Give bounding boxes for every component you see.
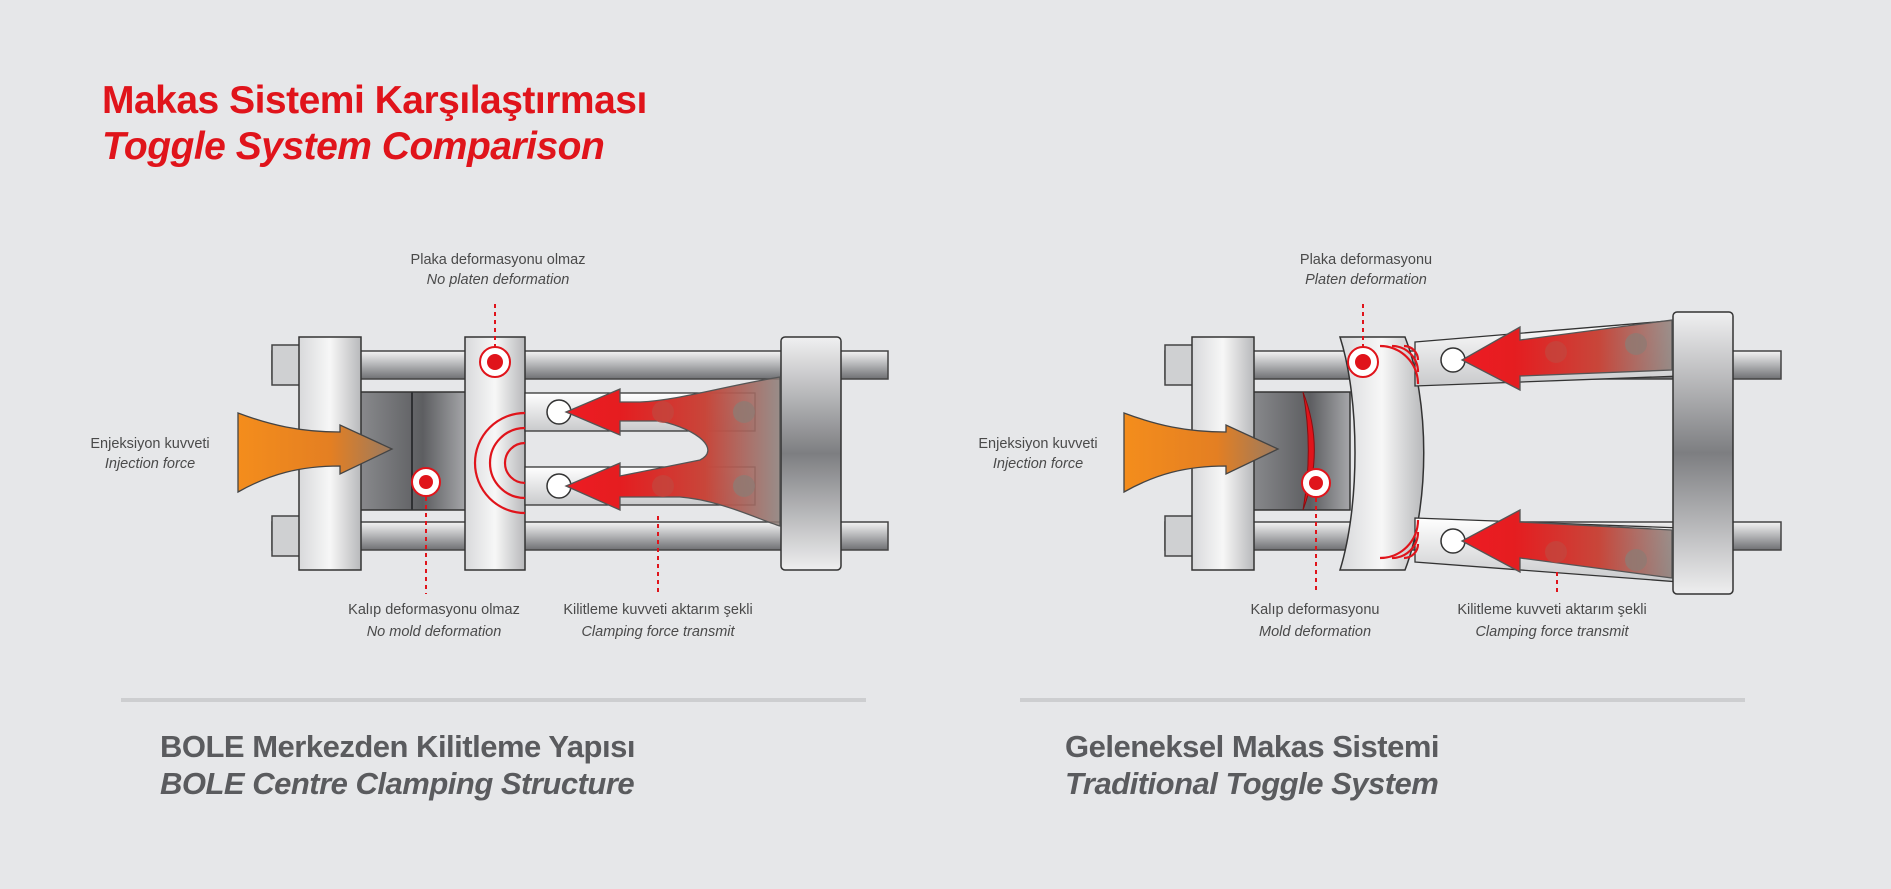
left-section-divider — [121, 698, 866, 702]
page-title: Makas Sistemi Karşılaştırması Toggle Sys… — [102, 78, 647, 170]
left-section-heading: BOLE Merkezden Kilitleme Yapısı BOLE Cen… — [160, 728, 635, 802]
right-top-label-en: Platen deformation — [1305, 272, 1427, 288]
left-bottom-right-label-en: Clamping force transmit — [581, 624, 735, 640]
right-bottom-right-label-tr: Kilitleme kuvveti aktarım şekli — [1457, 602, 1646, 618]
right-moving-platen — [1338, 336, 1425, 571]
left-clamping-force-arrow — [564, 376, 781, 527]
right-rear-platen — [1672, 311, 1734, 595]
right-side-label-en: Injection force — [993, 456, 1083, 472]
left-injection-force-arrow — [237, 412, 394, 494]
right-bottom-left-label-tr: Kalıp deformasyonu — [1251, 602, 1380, 618]
title-turkish: Makas Sistemi Karşılaştırması — [102, 79, 647, 122]
right-clamping-force-arrow-upper — [1460, 319, 1673, 392]
left-section-title-tr: BOLE Merkezden Kilitleme Yapısı — [160, 729, 635, 764]
left-bottom-left-label-en: No mold deformation — [367, 624, 502, 640]
left-side-label-tr: Enjeksiyon kuvveti — [90, 436, 209, 452]
left-bottom-right-label-tr: Kilitleme kuvveti aktarım şekli — [563, 602, 752, 618]
left-machine — [237, 304, 889, 594]
left-top-label-tr: Plaka deformasyonu olmaz — [411, 252, 586, 268]
right-mold-deformation — [1302, 391, 1315, 511]
right-side-label-tr: Enjeksiyon kuvveti — [978, 436, 1097, 452]
left-side-label-en: Injection force — [105, 456, 195, 472]
right-section-divider — [1020, 698, 1745, 702]
right-injection-force-arrow — [1123, 412, 1280, 494]
right-platen-ripples — [1379, 344, 1420, 560]
right-section-title-tr: Geleneksel Makas Sistemi — [1065, 729, 1440, 764]
right-section-heading: Geleneksel Makas Sistemi Traditional Tog… — [1065, 728, 1440, 802]
right-bottom-left-label-en: Mold deformation — [1259, 624, 1371, 640]
title-english: Toggle System Comparison — [102, 125, 605, 168]
right-section-title-en: Traditional Toggle System — [1065, 766, 1439, 801]
left-bottom-left-label-tr: Kalıp deformasyonu olmaz — [348, 602, 520, 618]
right-clamping-force-arrow-lower — [1460, 508, 1673, 579]
left-top-label-en: No platen deformation — [427, 272, 570, 288]
right-bottom-right-label-en: Clamping force transmit — [1475, 624, 1629, 640]
left-rear-platen — [780, 336, 842, 571]
left-platen-ripples — [473, 411, 526, 515]
left-section-title-en: BOLE Centre Clamping Structure — [160, 766, 635, 801]
right-top-label-tr: Plaka deformasyonu — [1300, 252, 1432, 268]
right-machine — [1123, 304, 1782, 595]
